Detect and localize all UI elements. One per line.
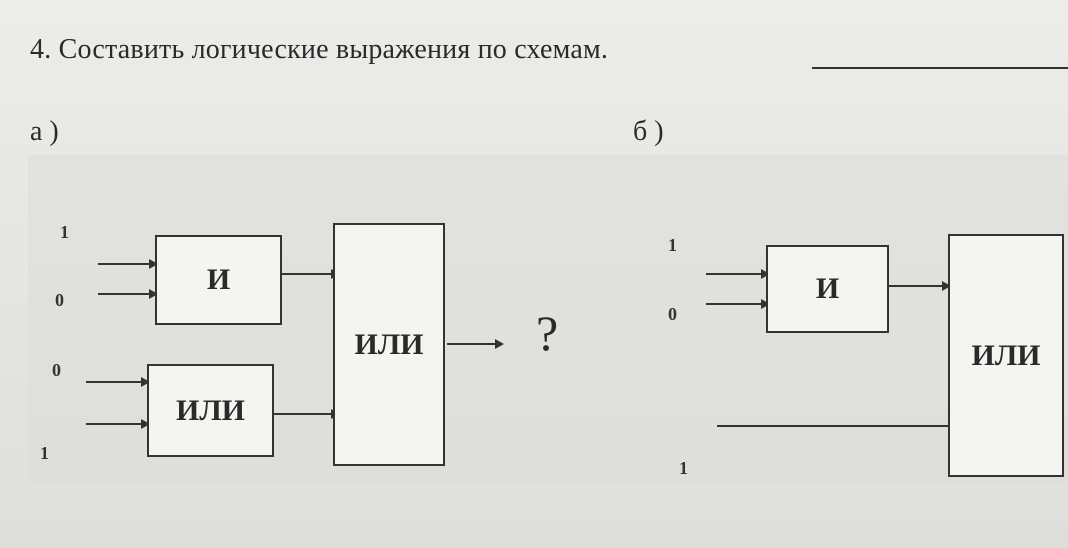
part-a-input-1: 1 xyxy=(60,222,69,242)
part-a-or-gate-big-label: ИЛИ xyxy=(354,327,424,361)
part-b-and-gate-label: И xyxy=(815,272,840,305)
part-a-output-question: ? xyxy=(536,305,559,361)
part-b-or-gate-label: ИЛИ xyxy=(971,338,1041,372)
part-a-or-gate-small-label: ИЛИ xyxy=(175,393,246,427)
part-a-and-gate: И xyxy=(155,235,282,325)
task-title: 4. Составить логические выражения по схе… xyxy=(30,34,609,65)
part-b-or-gate: ИЛИ xyxy=(948,234,1064,477)
part-a-input-2: 0 xyxy=(55,290,64,310)
part-a-wire-in4 xyxy=(86,419,150,429)
part-b-wire-in1 xyxy=(706,269,770,279)
part-a-wire-in2 xyxy=(98,289,158,299)
part-a-input-4: 1 xyxy=(40,443,49,463)
part-b-wire-in3 xyxy=(717,421,958,431)
part-a-label: а ) xyxy=(30,116,59,147)
part-a-input-3: 0 xyxy=(52,360,61,380)
part-a-wire-and-out xyxy=(282,269,340,279)
part-b-input-2: 0 xyxy=(668,304,677,324)
part-b-input-3: 1 xyxy=(679,458,688,478)
part-a-wire-output xyxy=(447,339,504,349)
part-b-wire-in2 xyxy=(706,299,770,309)
part-b-wire-and-out xyxy=(889,281,951,291)
part-a-and-gate-label: И xyxy=(206,263,231,296)
part-a-or-gate-small: ИЛИ xyxy=(147,364,274,457)
part-b-and-gate: И xyxy=(766,245,889,333)
part-b-label: б ) xyxy=(633,116,664,147)
answer-line xyxy=(812,67,1068,69)
part-a-wire-in1 xyxy=(98,259,158,269)
part-a-wire-or-out xyxy=(274,409,340,419)
part-b-input-1: 1 xyxy=(668,235,677,255)
part-a-wire-in3 xyxy=(86,377,150,387)
part-a-or-gate-big: ИЛИ xyxy=(333,223,445,466)
